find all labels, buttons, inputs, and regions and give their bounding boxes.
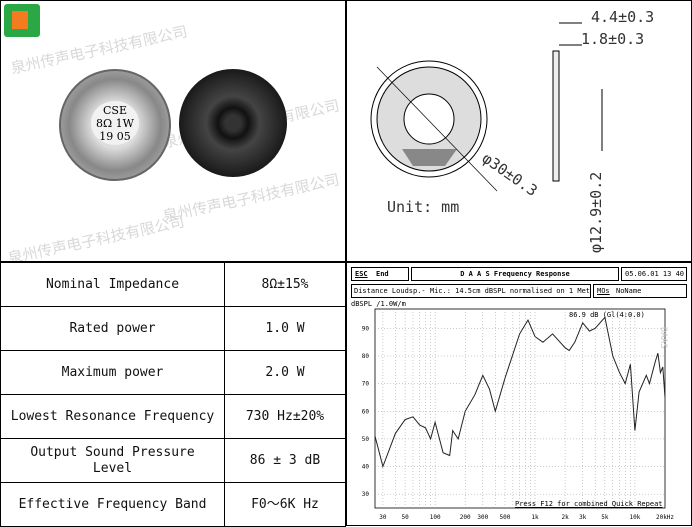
speaker-label: CSE [103, 104, 127, 117]
x-tick-label: 3k [579, 514, 587, 521]
speaker-label: 19 05 [99, 130, 131, 143]
spec-value: 8Ω±15% [224, 262, 346, 307]
y-axis-label: dBSPL /1.0W/m [351, 300, 406, 308]
x-tick-label: 200 [460, 514, 471, 521]
x-tick-label: 300 [477, 514, 488, 521]
measurement-info: Distance Loudsp.- Mic.: 14.5cm dBSPL nor… [354, 287, 591, 295]
spec-label: Lowest Resonance Frequency [0, 394, 225, 439]
date-time: 05.06.01 13 40 [625, 270, 685, 278]
spec-label: Effective Frequency Band [0, 482, 225, 527]
x-tick-label: 50 [401, 514, 409, 521]
dim-total-thickness: 4.4±0.3 [591, 8, 655, 26]
y-tick-label: 70 [362, 381, 370, 388]
esc-button[interactable]: ESC End [351, 267, 409, 281]
spec-label: Output Sound Pressure Level [0, 438, 225, 483]
spec-value: 730 Hz±20% [224, 394, 346, 439]
watermark: 泉州传声电子科技有限公司 [6, 212, 187, 262]
y-tick-label: 40 [362, 464, 370, 471]
response-curve [374, 316, 666, 469]
speaker-label: 8Ω 1W [96, 117, 134, 130]
spec-value: F0～6K Hz [224, 482, 346, 527]
x-tick-label: 10k [630, 514, 641, 521]
chart-title: D A A S Frequency Response [460, 270, 570, 278]
unit-label: Unit: mm [387, 198, 460, 216]
spec-label: Maximum power [0, 350, 225, 395]
watermark: 泉州传声电子科技有限公司 [161, 170, 342, 226]
frequency-response-panel: ESC End D A A S Frequency Response 05.06.… [346, 262, 692, 526]
y-tick-label: 60 [362, 408, 370, 415]
marker-readout: 86.9 dB (Gl(4:0.0) [569, 311, 645, 319]
dim-rim-thickness: 1.8±0.3 [581, 30, 645, 48]
y-tick-label: 80 [362, 353, 370, 360]
y-tick-label: 90 [362, 325, 370, 332]
plot-frame [374, 308, 666, 509]
speaker-back: CSE 8Ω 1W 19 05 [59, 69, 171, 181]
spec-label: Rated power [0, 306, 225, 351]
spec-value: 86 ± 3 dB [224, 438, 346, 483]
dim-inner: φ12.9±0.2 [587, 171, 605, 253]
name-value: NoName [616, 287, 642, 295]
spec-label: Nominal Impedance [0, 262, 225, 307]
x-tick-label: 20kHz [656, 514, 674, 521]
dimension-drawing-panel: 4.4±0.3 1.8±0.3 φ30±0.3 φ12.9±0.2 Unit: … [346, 0, 692, 262]
speaker-front [179, 69, 287, 177]
daas-brand: DAAS [658, 327, 668, 349]
x-tick-label: 500 [500, 514, 511, 521]
esc-key: ESC [355, 270, 368, 278]
spec-value: 2.0 W [224, 350, 346, 395]
frequency-response-chart: 30 40 50 60 70 80 90 30 50 100 200 300 500 1k 2k 3k 5k 10… [362, 308, 674, 521]
x-tick-label: 1k [531, 514, 539, 521]
logo [4, 4, 40, 37]
x-tick-label: 100 [430, 514, 441, 521]
name-key: MOs [597, 287, 610, 295]
footer-hint: Press F12 for combined Quick Repeat [515, 500, 663, 508]
x-tick-label: 2k [561, 514, 569, 521]
x-tick-label: 5k [601, 514, 609, 521]
y-tick-label: 30 [362, 491, 370, 498]
product-photo-panel: 泉州传声电子科技有限公司 泉州传声电子科技有限公司 泉州传声电子科技有限公司 泉… [0, 0, 346, 262]
end-label: End [376, 270, 389, 278]
spec-value: 1.0 W [224, 306, 346, 351]
dimension-drawing [370, 22, 603, 192]
y-tick-label: 50 [362, 436, 370, 443]
x-tick-label: 30 [379, 514, 387, 521]
